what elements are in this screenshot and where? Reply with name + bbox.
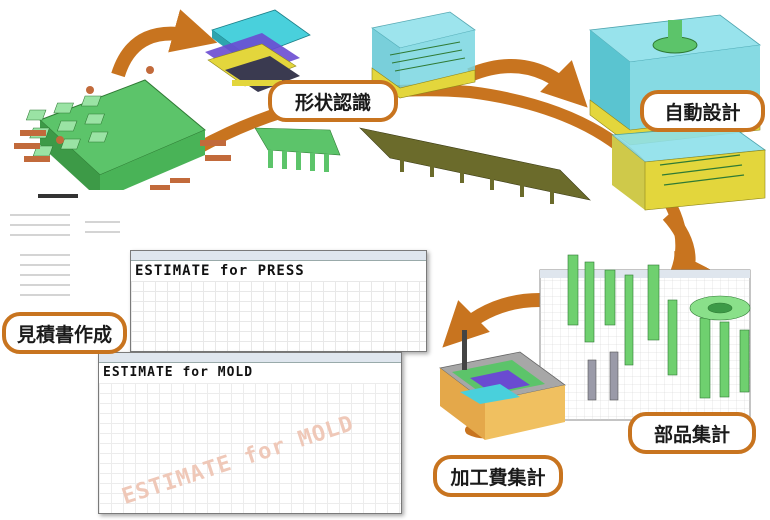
parts-models: [567, 254, 751, 401]
machining-block-model: [439, 330, 566, 440]
label-parts-tally: 部品集計: [628, 412, 756, 454]
arrow-to-auto-design: [467, 59, 588, 108]
mold-model-small: [371, 11, 476, 99]
label-machining-cost-tally: 加工費集計: [433, 455, 563, 497]
press-estimate-window: ESTIMATE for PRESS: [130, 250, 427, 352]
mold-estimate-window: ESTIMATE for MOLD ESTIMATE for MOLD: [98, 352, 402, 514]
arrow-to-shape-recognition: [111, 9, 218, 78]
label-auto-design: 自動設計: [640, 90, 765, 132]
press-window-title: ESTIMATE for PRESS: [135, 263, 305, 279]
exploded-shape-model: [205, 9, 311, 92]
mold-model-large-2: [610, 124, 767, 211]
press-window-titlebar: [131, 251, 426, 261]
mold-window-titlebar: [99, 353, 401, 363]
quotation-document: [2, 190, 127, 315]
mold-window-title: ESTIMATE for MOLD: [103, 365, 254, 380]
flat-strip-pieces: [254, 127, 591, 204]
label-quotation-creation: 見積書作成: [2, 312, 127, 354]
label-shape-recognition: 形状認識: [268, 80, 398, 122]
mold-window-grid: [99, 383, 401, 513]
green-part-model: [14, 66, 231, 200]
arrow-to-machining: [442, 293, 541, 348]
press-window-grid: [131, 281, 426, 351]
